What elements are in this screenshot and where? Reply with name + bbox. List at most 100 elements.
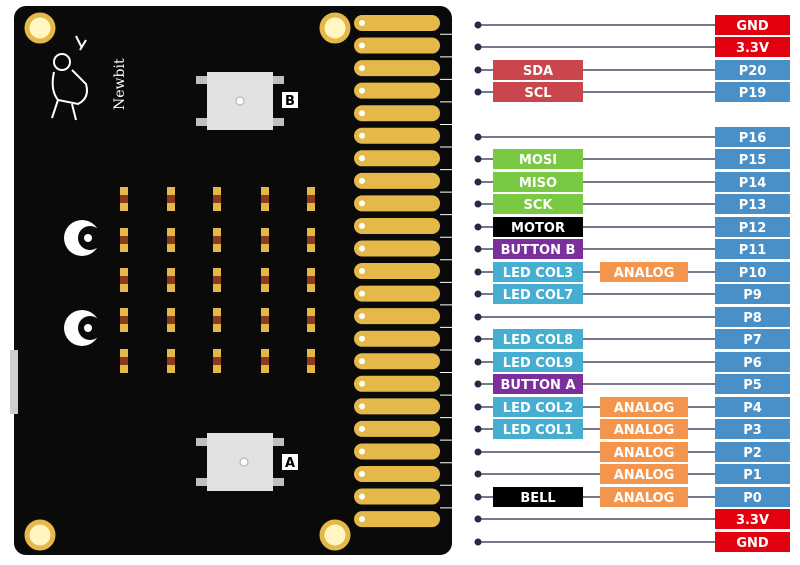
- function-box: [493, 487, 583, 507]
- pin-dot: [474, 21, 482, 29]
- pin-label: P10: [739, 266, 767, 281]
- mounting-hole-top-left: [24, 12, 56, 44]
- pin-dot: [474, 223, 482, 231]
- edge-finger: [354, 263, 460, 283]
- function-label: LED COL7: [503, 288, 573, 303]
- pin-label: P13: [739, 198, 767, 213]
- function-box: [600, 442, 688, 462]
- circuit-board: Newbit B A: [10, 6, 460, 555]
- matrix-led: [261, 308, 269, 332]
- function-label: LED COL8: [503, 333, 573, 348]
- edge-finger: [354, 353, 460, 374]
- matrix-led: [261, 228, 269, 252]
- edge-connector: [354, 15, 460, 528]
- pin-row: P7 LED COL8: [474, 329, 790, 349]
- pin-label: P7: [743, 333, 762, 348]
- pin-label: 3.3V: [736, 41, 769, 56]
- pin-label: P2: [743, 446, 762, 461]
- function-label: LED COL1: [503, 423, 573, 438]
- matrix-led: [167, 308, 175, 332]
- function-label: SDA: [523, 64, 553, 79]
- pin-label: P8: [743, 311, 762, 326]
- function-label: ANALOG: [614, 491, 675, 506]
- function-box: [493, 419, 583, 439]
- pin-row: P16: [474, 127, 790, 147]
- function-label: MOTOR: [511, 221, 565, 236]
- edge-finger: [354, 217, 460, 238]
- function-box: [493, 397, 583, 417]
- matrix-led: [213, 228, 221, 252]
- matrix-led: [120, 228, 128, 252]
- function-label: ANALOG: [614, 401, 675, 416]
- edge-finger: [354, 398, 460, 419]
- edge-finger: [354, 105, 460, 125]
- pin-row: 3.3V: [474, 37, 790, 57]
- side-connector: [10, 350, 18, 414]
- pin-dot: [474, 66, 482, 74]
- pin-label: P6: [743, 356, 762, 371]
- pin-dot: [474, 133, 482, 141]
- edge-finger: [354, 375, 460, 396]
- pin-label: P20: [739, 64, 767, 79]
- matrix-led: [213, 268, 221, 292]
- edge-finger: [354, 15, 460, 35]
- matrix-led: [120, 308, 128, 332]
- pin-label: GND: [736, 19, 769, 34]
- mounting-hole-top-right: [319, 12, 351, 44]
- pin-box: [715, 329, 790, 349]
- pin-box: [715, 262, 790, 282]
- function-box: [600, 464, 688, 484]
- matrix-led: [261, 268, 269, 292]
- function-box: [493, 82, 583, 102]
- matrix-led: [307, 308, 315, 332]
- edge-finger: [354, 511, 440, 528]
- edge-finger: [354, 285, 460, 306]
- mounting-hole-bottom-left: [24, 519, 56, 551]
- pin-row: 3.3V: [474, 509, 790, 529]
- edge-finger: [354, 127, 460, 148]
- pin-box: [715, 352, 790, 372]
- pin-box: [715, 464, 790, 484]
- function-label: LED COL3: [503, 266, 573, 281]
- pin-dot: [474, 403, 482, 411]
- function-box: [493, 172, 583, 192]
- pin-box: [715, 172, 790, 192]
- function-label: SCK: [524, 198, 554, 213]
- button-a: A: [196, 433, 298, 491]
- pin-box: [715, 149, 790, 169]
- edge-finger: [354, 330, 460, 351]
- pin-label: P16: [739, 131, 767, 146]
- pin-dot: [474, 515, 482, 523]
- edge-finger: [354, 37, 460, 58]
- function-label: MOSI: [519, 153, 557, 168]
- pin-label: P14: [739, 176, 767, 191]
- function-box: [493, 284, 583, 304]
- matrix-led: [167, 349, 175, 373]
- edge-finger: [354, 308, 460, 328]
- function-label: ANALOG: [614, 266, 675, 281]
- function-box: [493, 352, 583, 372]
- pin-dot: [474, 538, 482, 546]
- board-body: [14, 6, 452, 555]
- matrix-led: [213, 308, 221, 332]
- pin-label: P1: [743, 468, 762, 483]
- function-box: [493, 60, 583, 80]
- pin-box: [715, 217, 790, 237]
- pin-box: [715, 442, 790, 462]
- newbit-logo-icon: [51, 35, 88, 121]
- pin-row: GND: [474, 532, 790, 552]
- function-label: BUTTON B: [501, 243, 576, 258]
- function-label: ANALOG: [614, 446, 675, 461]
- button-b: B: [196, 72, 298, 130]
- edge-finger: [354, 150, 460, 171]
- matrix-led: [120, 349, 128, 373]
- pin-dot: [474, 470, 482, 478]
- pin-box: [715, 15, 790, 35]
